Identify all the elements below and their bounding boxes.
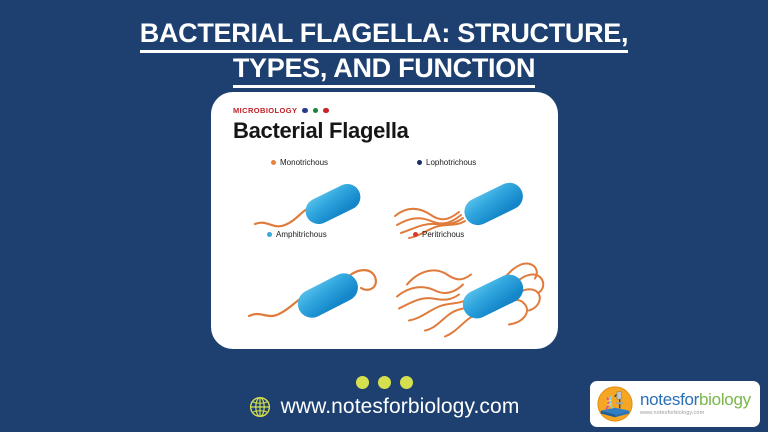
type-lophotrichous: Lophotrichous bbox=[393, 158, 543, 240]
logo-word-notesfor: notesfor bbox=[640, 390, 700, 410]
footer-dots bbox=[0, 376, 768, 389]
bullet-orange-icon bbox=[271, 160, 276, 165]
logo-wordmark: notesforbiology www.notesforbiology.com bbox=[640, 391, 751, 417]
type-label-peritrichous: Peritrichous bbox=[389, 230, 549, 239]
footer-dot-icon bbox=[399, 376, 413, 389]
card-kicker: MICROBIOLOGY bbox=[233, 106, 329, 115]
type-label-monotrichous: Monotrichous bbox=[251, 158, 391, 167]
type-label-text: Lophotrichous bbox=[426, 158, 477, 167]
amphitrichous-diagram bbox=[247, 269, 377, 318]
footer-dot-icon bbox=[355, 376, 369, 389]
type-label-text: Monotrichous bbox=[280, 158, 329, 167]
globe-icon bbox=[249, 396, 270, 418]
type-amphitrichous: Amphitrichous bbox=[247, 230, 392, 330]
type-label-amphitrichous: Amphitrichous bbox=[247, 230, 392, 239]
peritrichous-diagram bbox=[396, 262, 545, 338]
footer-dot-icon bbox=[377, 376, 391, 389]
type-peritrichous: Peritrichous bbox=[389, 230, 549, 338]
microscope-book-icon bbox=[597, 386, 633, 422]
type-label-lophotrichous: Lophotrichous bbox=[393, 158, 543, 167]
page-title: BACTERIAL FLAGELLA: STRUCTURE, TYPES, AN… bbox=[0, 18, 768, 88]
infographic-card: MICROBIOLOGY Bacterial Flagella Monotric… bbox=[211, 92, 558, 349]
page-title-line-2: TYPES, AND FUNCTION bbox=[232, 53, 535, 88]
bullet-navy-icon bbox=[417, 160, 422, 165]
footer-url-text: www.notesforbiology.com bbox=[280, 395, 520, 418]
footer-url[interactable]: www.notesforbiology.com bbox=[0, 395, 768, 419]
logo-sub-url: www.notesforbiology.com bbox=[640, 410, 705, 417]
kicker-dot-navy-icon bbox=[302, 107, 308, 114]
kicker-label: MICROBIOLOGY bbox=[233, 106, 298, 115]
site-logo[interactable]: notesforbiology www.notesforbiology.com bbox=[590, 381, 760, 427]
type-label-text: Peritrichous bbox=[422, 230, 465, 239]
type-monotrichous: Monotrichous bbox=[251, 158, 391, 240]
bullet-blue-icon bbox=[267, 232, 272, 237]
kicker-dot-green-icon bbox=[312, 107, 319, 114]
lophotrichous-diagram bbox=[394, 182, 523, 239]
kicker-dot-red-icon bbox=[323, 107, 329, 114]
page-title-line-1: BACTERIAL FLAGELLA: STRUCTURE, bbox=[139, 18, 629, 53]
bullet-red-icon bbox=[413, 232, 418, 237]
monotrichous-diagram bbox=[253, 183, 361, 228]
type-label-text: Amphitrichous bbox=[276, 230, 327, 239]
logo-word-biology: biology bbox=[699, 390, 751, 410]
card-heading: Bacterial Flagella bbox=[233, 118, 409, 143]
